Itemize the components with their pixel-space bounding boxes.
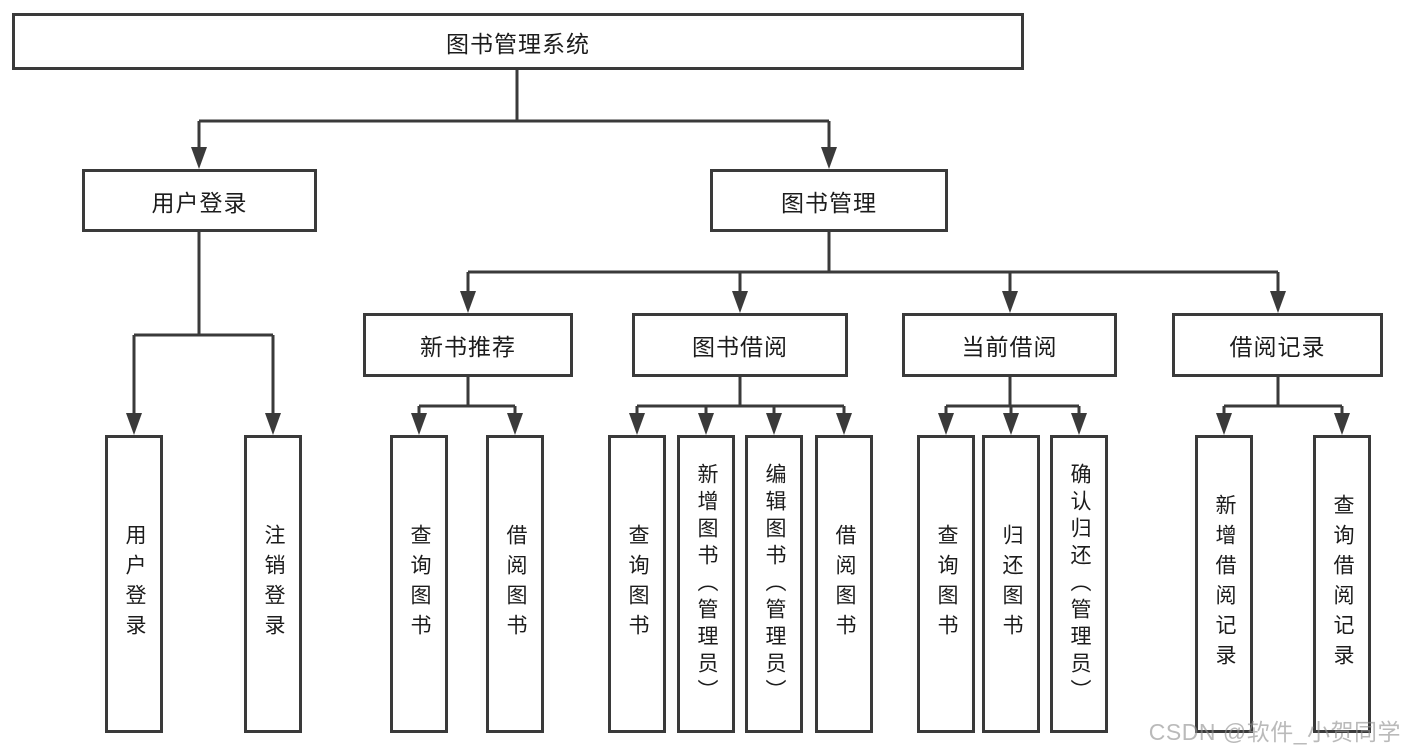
node-label: 借阅记录 xyxy=(1229,334,1326,360)
node-label: 查询借阅记录 xyxy=(1331,494,1355,674)
node-new-book-recommend: 新书推荐 xyxy=(363,313,573,377)
leaf-query-borrow-record: 查询借阅记录 xyxy=(1313,435,1371,733)
leaf-edit-books-admin: 编辑图书（管理员） xyxy=(745,435,803,733)
node-user-login: 用户登录 xyxy=(82,169,317,232)
node-label: 查询图书 xyxy=(408,524,432,644)
leaf-add-borrow-record: 新增借阅记录 xyxy=(1195,435,1253,733)
node-label: 编辑图书（管理员） xyxy=(763,462,787,706)
leaf-query-books-1: 查询图书 xyxy=(390,435,448,733)
leaf-user-login: 用户登录 xyxy=(105,435,163,733)
node-label: 新书推荐 xyxy=(420,334,516,360)
node-library-system: 图书管理系统 xyxy=(12,13,1024,70)
node-label: 图书管理 xyxy=(781,189,877,216)
leaf-borrow-books-2: 借阅图书 xyxy=(815,435,873,733)
leaf-logout-login: 注销登录 xyxy=(244,435,302,733)
node-label: 图书管理系统 xyxy=(446,30,590,57)
node-current-borrowing: 当前借阅 xyxy=(902,313,1117,377)
leaf-return-books: 归还图书 xyxy=(982,435,1040,733)
leaf-confirm-return-admin: 确认归还（管理员） xyxy=(1050,435,1108,733)
leaf-query-books-2: 查询图书 xyxy=(608,435,666,733)
node-borrowing-records: 借阅记录 xyxy=(1172,313,1383,377)
node-book-management: 图书管理 xyxy=(710,169,948,232)
node-label: 查询图书 xyxy=(935,524,959,644)
leaf-borrow-books-1: 借阅图书 xyxy=(486,435,544,733)
leaf-add-books-admin: 新增图书（管理员） xyxy=(677,435,735,733)
node-label: 借阅图书 xyxy=(833,524,857,644)
node-label: 新增借阅记录 xyxy=(1213,494,1237,674)
arrowheads xyxy=(126,147,1350,435)
node-label: 用户登录 xyxy=(151,189,248,216)
csdn-watermark: CSDN @软件_小贺同学 xyxy=(1148,719,1401,745)
node-label: 当前借阅 xyxy=(961,334,1058,360)
leaf-query-books-3: 查询图书 xyxy=(917,435,975,733)
node-label: 注销登录 xyxy=(262,524,286,644)
node-label: 新增图书（管理员） xyxy=(695,462,719,706)
node-label: 查询图书 xyxy=(626,524,650,644)
node-label: 图书借阅 xyxy=(692,334,788,360)
node-label: 确认归还（管理员） xyxy=(1068,462,1092,706)
node-label: 借阅图书 xyxy=(504,524,528,644)
node-label: 用户登录 xyxy=(123,524,147,644)
node-book-borrowing: 图书借阅 xyxy=(632,313,848,377)
node-label: 归还图书 xyxy=(1000,524,1024,644)
